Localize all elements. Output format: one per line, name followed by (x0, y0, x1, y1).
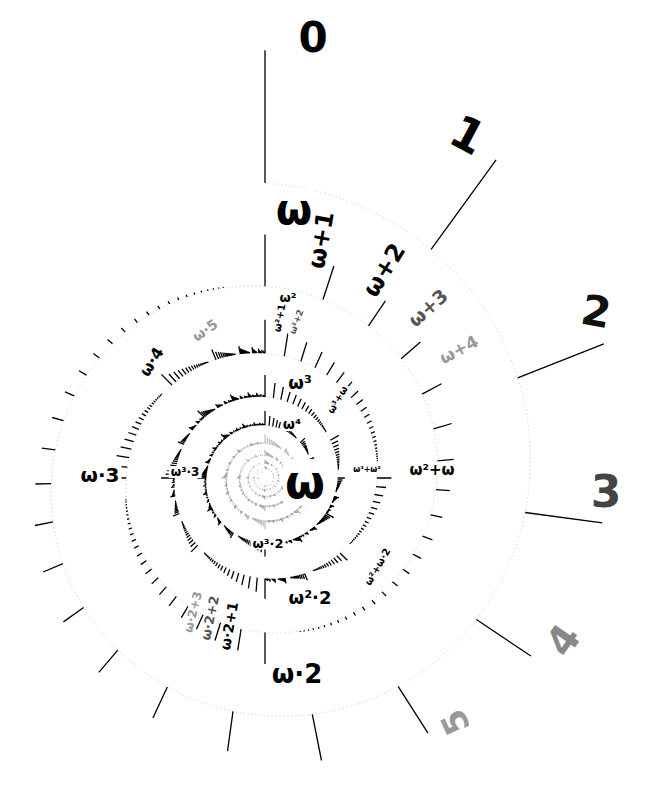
ordinal-label: ω²+1 (272, 301, 287, 335)
ordinal-label: ω·5 (188, 315, 222, 344)
ordinal-label: ω²+ω·2 (362, 545, 393, 589)
ordinal-label: 1 (441, 106, 494, 164)
ordinal-label: ω·2+1 (218, 599, 241, 653)
ordinal-label: ω²+ω (407, 463, 456, 478)
ordinal-label: 4 (537, 615, 588, 664)
ordinal-label: ω·2 (270, 661, 325, 687)
ordinal-label: ω³+ω (325, 383, 351, 418)
ordinal-label: 2 (576, 288, 616, 335)
ordinal-label: ω³·2 (251, 537, 286, 550)
ordinal-label: 5 (434, 702, 477, 741)
ordinal-label: ω (274, 189, 315, 231)
tick-marks (35, 50, 604, 760)
ordinal-label: ω (283, 459, 327, 505)
ordinal-label: ω⁴ (281, 417, 303, 431)
ordinal-label: ω+2 (357, 237, 410, 302)
ordinal-label: ω³+ω² (351, 466, 383, 474)
ordinal-label: ω³ (286, 374, 314, 392)
ordinal-label: ω²·2 (287, 589, 334, 607)
ordinal-label: ω³·3 (169, 466, 202, 478)
spiral-guide (51, 183, 531, 716)
tick-marks-outer (35, 50, 604, 760)
ordinal-label: 0 (296, 17, 329, 59)
ordinal-label: ω+4 (435, 332, 483, 368)
ordinal-label: ω²+2 (288, 307, 307, 338)
ordinal-label: ω+3 (403, 284, 453, 331)
ordinal-label: ω·3 (79, 465, 122, 485)
ordinal-label: 3 (589, 470, 624, 514)
